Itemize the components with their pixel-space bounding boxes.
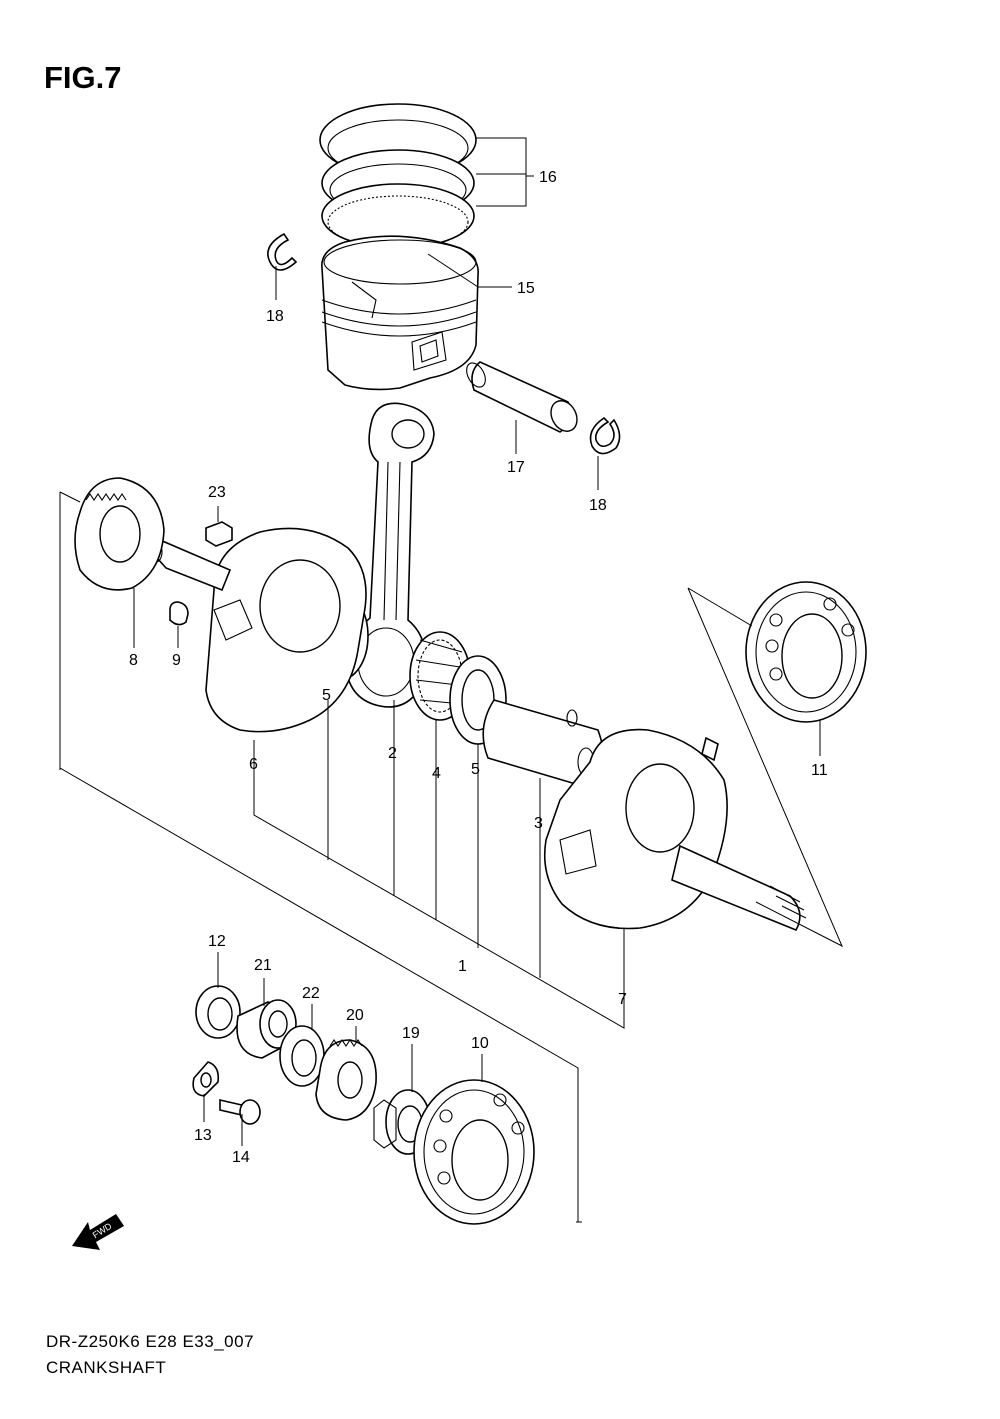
piston-pin[interactable] xyxy=(463,360,582,436)
crank-right[interactable] xyxy=(543,728,807,932)
circlip-right[interactable] xyxy=(589,416,621,455)
bolt[interactable] xyxy=(219,1098,261,1125)
callout-17: 17 xyxy=(507,459,525,476)
callout-11: 11 xyxy=(811,762,828,779)
circlip-left[interactable] xyxy=(267,232,298,271)
model-code: DR-Z250K6 E28 E33_007 xyxy=(46,1332,255,1351)
callout-9: 9 xyxy=(172,652,181,669)
crankshaft-bearing-left[interactable] xyxy=(413,1079,535,1225)
callout-10: 10 xyxy=(471,1035,489,1052)
callout-23: 23 xyxy=(208,484,226,501)
crank-left[interactable] xyxy=(148,527,367,733)
key[interactable] xyxy=(205,521,233,547)
leader-lines xyxy=(133,137,821,1146)
callout-5-left: 5 xyxy=(322,687,331,704)
callout-20: 20 xyxy=(346,1007,364,1024)
figure-title: FIG.7 xyxy=(44,60,122,95)
callout-16: 16 xyxy=(539,169,557,186)
diagram-name: CRANKSHAFT xyxy=(46,1358,167,1377)
callout-1: 1 xyxy=(458,958,467,975)
callout-19: 19 xyxy=(402,1025,420,1042)
callout-5-right: 5 xyxy=(471,761,480,778)
callout-18-right: 18 xyxy=(589,497,607,514)
callout-3: 3 xyxy=(534,815,543,832)
callout-13: 13 xyxy=(194,1127,212,1144)
callout-6: 6 xyxy=(249,756,258,773)
callout-12: 12 xyxy=(208,933,226,950)
callout-8: 8 xyxy=(129,652,138,669)
callout-18-left: 18 xyxy=(266,308,284,325)
callout-15: 15 xyxy=(517,280,535,297)
balancer-drive-gear[interactable] xyxy=(74,477,165,591)
callout-21: 21 xyxy=(254,957,272,974)
crankshaft-bearing-right[interactable] xyxy=(745,581,867,723)
callout-2: 2 xyxy=(388,745,397,762)
callout-7: 7 xyxy=(618,991,627,1008)
callout-14: 14 xyxy=(232,1149,250,1166)
pin[interactable] xyxy=(169,601,189,626)
callout-22: 22 xyxy=(302,985,320,1002)
piston[interactable] xyxy=(321,235,479,391)
piston-rings[interactable] xyxy=(319,103,477,249)
assembly-bracket-lines xyxy=(59,491,844,1223)
starter-driven-gear[interactable] xyxy=(315,1039,377,1121)
spacer[interactable] xyxy=(236,999,297,1059)
fwd-arrow: FWD xyxy=(72,1214,124,1250)
callout-4: 4 xyxy=(432,765,441,782)
